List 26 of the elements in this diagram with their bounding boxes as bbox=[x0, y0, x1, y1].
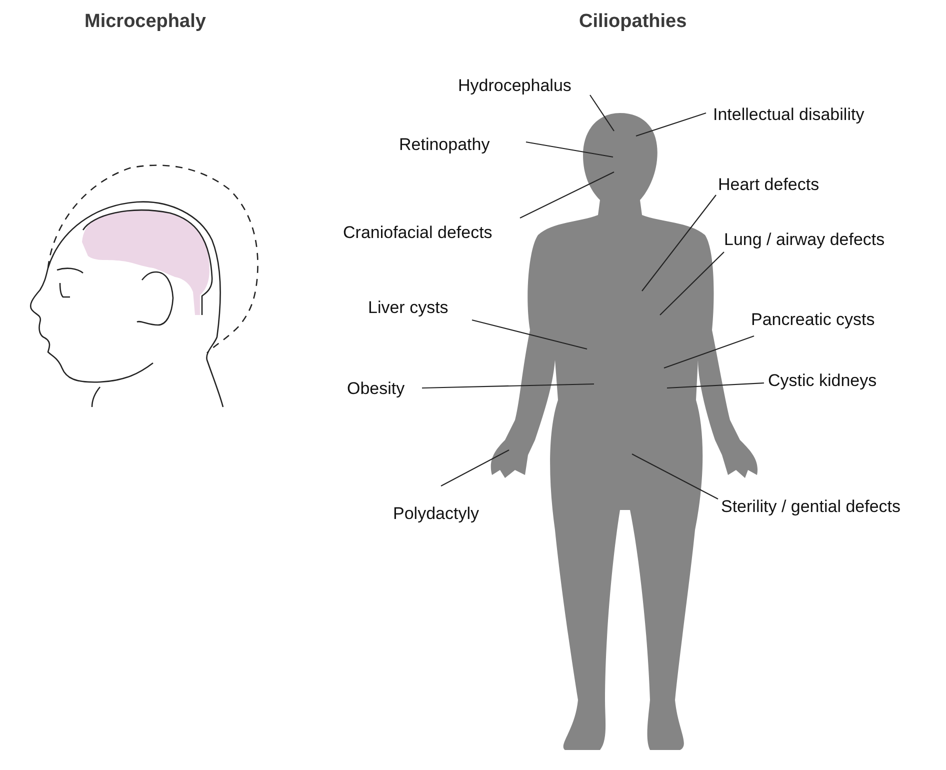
condition-label: Intellectual disability bbox=[713, 105, 864, 125]
leader-line bbox=[636, 112, 706, 137]
leader-line bbox=[520, 172, 614, 218]
leader-line bbox=[642, 194, 716, 292]
condition-label: Cystic kidneys bbox=[768, 371, 877, 391]
heading: Ciliopathies bbox=[579, 11, 687, 33]
condition-label: Retinopathy bbox=[399, 135, 490, 155]
leader-line bbox=[632, 454, 718, 500]
leader-line bbox=[590, 94, 614, 132]
condition-label: Heart defects bbox=[718, 175, 820, 195]
leader-line bbox=[660, 252, 724, 316]
condition-label: Pancreatic cysts bbox=[751, 310, 875, 330]
condition-label: Sterility / gential defects bbox=[721, 497, 901, 517]
leader-line bbox=[664, 335, 754, 369]
condition-label: Obesity bbox=[347, 379, 405, 399]
leader-line bbox=[472, 319, 588, 350]
leader-line bbox=[422, 383, 594, 389]
leader-line bbox=[666, 382, 764, 389]
leader-line bbox=[440, 450, 510, 486]
condition-label: Craniofacial defects bbox=[343, 223, 492, 243]
condition-label: Liver cysts bbox=[368, 298, 448, 318]
condition-label: Polydactyly bbox=[393, 504, 479, 524]
condition-label: Hydrocephalus bbox=[458, 76, 572, 96]
condition-label: Lung / airway defects bbox=[724, 230, 885, 250]
heading: Microcephaly bbox=[84, 11, 206, 33]
leader-line bbox=[526, 141, 614, 158]
